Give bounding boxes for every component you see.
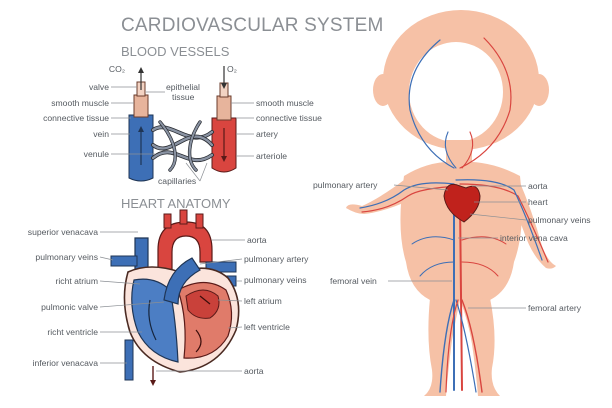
blood-vessels-heading: BLOOD VESSELS [121, 44, 230, 59]
label-aorta-top: aorta [247, 235, 267, 245]
body-heart [443, 183, 481, 223]
co2-label: CO₂ [109, 64, 125, 74]
heart-illustration [110, 209, 240, 386]
label-left-ventricle: left ventricle [244, 322, 290, 332]
label-arteriole: arteriole [256, 151, 287, 161]
label-body-femoral-vein: femoral vein [330, 276, 377, 286]
left-atrium [185, 289, 220, 319]
label-capillaries: capillaries [158, 176, 196, 186]
label-pulmonic-valve: pulmonic valve [41, 302, 98, 312]
label-venule: venule [84, 149, 110, 159]
label-artery: artery [256, 129, 279, 139]
capillary-network [151, 120, 214, 172]
body-arm-left [346, 180, 410, 214]
label-inferior-venacava: inferior venacava [33, 358, 99, 368]
blood-vessels-illustration [128, 66, 237, 182]
label-vein: vein [93, 129, 109, 139]
label-body-aorta: aorta [528, 181, 548, 191]
label-body-interior-vena-cava: interior vena cava [500, 233, 568, 243]
label-valve: valve [89, 82, 109, 92]
label-body-heart: heart [528, 197, 548, 207]
label-pulmonary-artery: pulmonary artery [244, 254, 309, 264]
label-body-pulmonary-veins: pulmonary veins [528, 215, 591, 225]
body-leg-left [424, 298, 460, 396]
o2-label: O₂ [227, 64, 237, 74]
label-left-atrium: left atrium [244, 296, 282, 306]
heart-anatomy-heading: HEART ANATOMY [121, 196, 231, 211]
label-superior-venacava: superior venacava [28, 227, 98, 237]
vein-arrow-head [138, 67, 144, 73]
label-pulmonary-veins-right: pulmonary veins [244, 275, 307, 285]
label-smooth-muscle-right: smooth muscle [256, 98, 314, 108]
pulmonary-artery-vessel [163, 257, 201, 305]
label-aorta-bottom: aorta [244, 366, 264, 376]
label-pulmonary-veins-left: pulmonary veins [35, 252, 98, 262]
label-body-femoral-artery: femoral artery [528, 303, 582, 313]
vein-smooth-muscle [133, 94, 149, 118]
main-title: CARDIOVASCULAR SYSTEM [121, 15, 384, 36]
label-richt-atrium: richt atrium [56, 276, 99, 286]
label-richt-ventricle: richt ventricle [47, 327, 98, 337]
child-body-illustration [346, 10, 556, 396]
label-connective-tissue-right: connective tissue [256, 113, 322, 123]
face-area [409, 42, 503, 142]
label-connective-tissue-left: connective tissue [43, 113, 109, 123]
artery-smooth-muscle [216, 95, 232, 121]
label-epithelial-line2: tissue [172, 92, 195, 102]
body-arm-right [510, 178, 556, 269]
inferior-venacava-vessel [124, 339, 134, 381]
label-body-pulmonary-artery: pulmonary artery [313, 180, 378, 190]
label-smooth-muscle-left: smooth muscle [51, 98, 109, 108]
label-epithelial-line1: epithelial [166, 82, 200, 92]
